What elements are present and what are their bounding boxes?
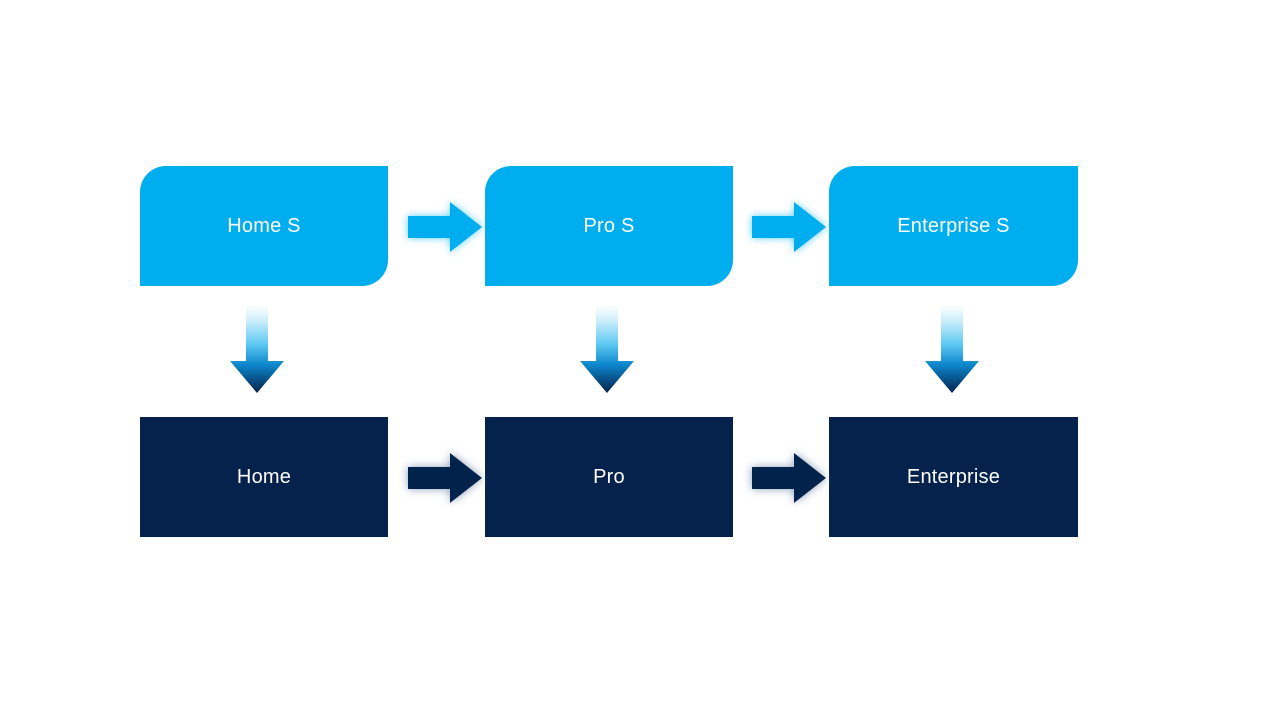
down-arrow-icon-2 — [576, 305, 638, 395]
node-label: Home — [236, 466, 292, 488]
node-enterprise-s[interactable]: Enterprise S — [829, 166, 1078, 286]
node-pro[interactable]: Pro — [485, 417, 733, 537]
node-enterprise[interactable]: Enterprise — [829, 417, 1078, 537]
down-arrow-icon-3 — [921, 305, 983, 395]
node-label: Enterprise S — [897, 215, 1010, 237]
node-home[interactable]: Home — [140, 417, 388, 537]
node-label: Home S — [227, 215, 301, 237]
down-arrow-icon-1 — [226, 305, 288, 395]
right-arrow-icon-product-1 — [404, 447, 486, 509]
right-arrow-icon-service-2 — [748, 196, 830, 258]
node-label: Pro S — [583, 215, 635, 237]
node-label: Enterprise — [906, 466, 1001, 488]
right-arrow-icon-product-2 — [748, 447, 830, 509]
right-arrow-icon-service-1 — [404, 196, 486, 258]
node-label: Pro — [593, 466, 625, 488]
node-home-s[interactable]: Home S — [140, 166, 388, 286]
node-pro-s[interactable]: Pro S — [485, 166, 733, 286]
